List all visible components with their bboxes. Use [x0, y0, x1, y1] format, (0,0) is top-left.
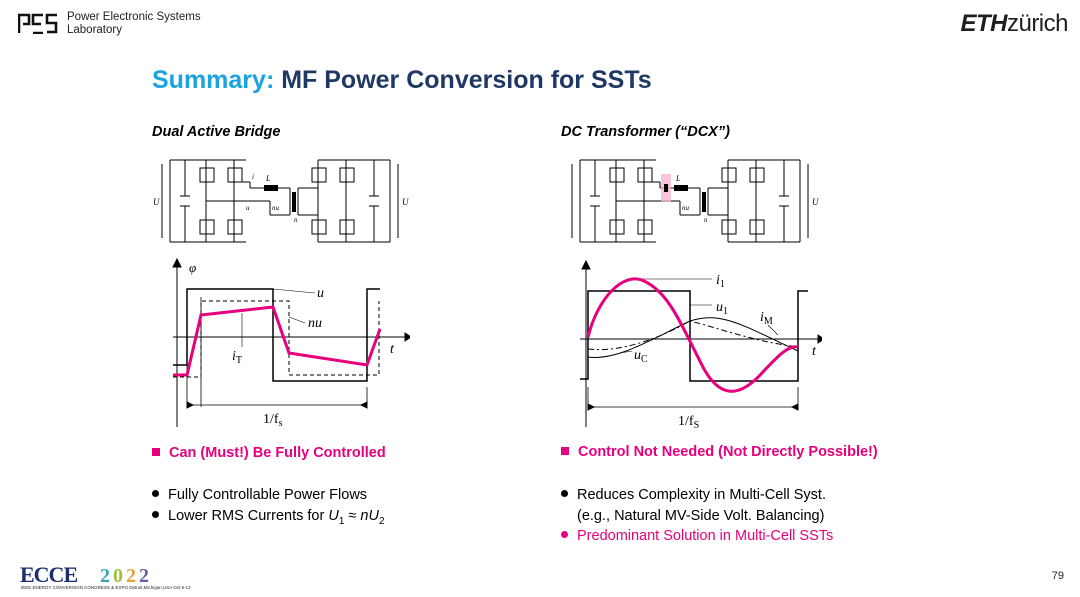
list-item: Lower RMS Currents for U1 ≈ nU2 — [152, 506, 385, 532]
dab-circuit-diagram: U U L i u nu n — [153, 159, 409, 243]
formula-approx: ≈ — [344, 507, 361, 524]
dcx-ratio-n-label: n — [704, 216, 708, 224]
uc-label: uC — [634, 348, 648, 365]
svg-text:2: 2 — [100, 565, 110, 586]
dab-t-axis-label: t — [390, 342, 395, 357]
ecce-subtitle: IEEE ENERGY CONVERSION CONGRESS & EXPO D… — [21, 585, 191, 590]
nu2-label: nu — [272, 204, 280, 212]
inductor-symbol — [264, 185, 278, 191]
list-item: Fully Controllable Power Flows — [152, 485, 385, 506]
pink-bullet-dot-icon — [561, 531, 568, 538]
dcx-period-label: 1/fS — [678, 414, 699, 431]
dab-bullet-1: Fully Controllable Power Flows — [168, 487, 368, 503]
dcx-inductor-label: L — [675, 174, 681, 183]
dcx-bullet-1: Reduces Complexity in Multi-Cell Syst. — [577, 487, 826, 503]
list-item: Predominant Solution in Multi-Cell SSTs — [561, 526, 833, 547]
pink-square-icon — [152, 448, 160, 456]
dcx-current-trace — [586, 277, 799, 393]
wave-nu2-label: nu — [308, 316, 322, 331]
it-sub: T — [236, 355, 242, 366]
svg-text:2: 2 — [126, 565, 136, 586]
phi-label: φ — [189, 260, 196, 275]
dcx-key-point: Control Not Needed (Not Directly Possibl… — [561, 444, 878, 460]
dcx-heading: DC Transformer (“DCX”) — [561, 124, 730, 140]
page-number: 79 — [1051, 570, 1064, 582]
wave-u1-label: u — [317, 286, 324, 301]
list-item: (e.g., Natural MV-Side Volt. Balancing) — [561, 506, 833, 527]
dcx-period-sub: S — [694, 420, 700, 431]
lab-name-line1: Power Electronic Systems — [67, 11, 201, 23]
dab-bullet-list: Fully Controllable Power Flows Lower RMS… — [152, 485, 385, 532]
title-highlight: Summary: — [152, 66, 275, 94]
lab-name: Power Electronic Systems Laboratory — [67, 11, 201, 37]
dcx-circuit-diagram: U L nu n — [571, 159, 819, 243]
im-main: i — [760, 310, 764, 325]
dab-period-label: 1/fs — [263, 412, 283, 429]
uc-main: u — [634, 348, 641, 363]
inductor-label: L — [265, 174, 271, 183]
eth-logo-bold: ETH — [960, 10, 1007, 37]
formula-sub1: 1 — [338, 515, 345, 527]
dab-period-sub: s — [279, 418, 283, 429]
pink-square-icon — [561, 447, 569, 455]
dab-period-main: 1/f — [263, 412, 279, 427]
dcx-nu2-label: nu — [682, 204, 690, 212]
dcx-bullet-1-cont: (e.g., Natural MV-Side Volt. Balancing) — [577, 507, 825, 524]
bullet-dot-icon — [561, 490, 568, 497]
dcx-i1-main: i — [716, 273, 720, 288]
im-sub: M — [764, 316, 773, 327]
dcx-u1-label: u1 — [716, 300, 728, 317]
dcx-bullet-list: Reduces Complexity in Multi-Cell Syst. (… — [561, 485, 833, 547]
dcx-i1-label: i1 — [716, 273, 725, 290]
dab-bullet-2: Lower RMS Currents for — [168, 507, 329, 524]
svg-text:ECCE: ECCE — [20, 562, 77, 586]
formula-nu2: nU — [360, 507, 379, 524]
svg-text:0: 0 — [113, 565, 123, 586]
page-title: Summary: MF Power Conversion for SSTs — [152, 66, 652, 95]
dab-current-trace — [173, 305, 382, 377]
list-item: Reduces Complexity in Multi-Cell Syst. — [561, 485, 833, 506]
formula-sub2: 2 — [378, 515, 385, 527]
svg-text:2: 2 — [139, 565, 149, 586]
dab-key-point-text: Can (Must!) Be Fully Controlled — [169, 445, 386, 461]
u2-label: U — [402, 197, 409, 207]
formula-u1: U — [328, 507, 339, 524]
dcx-u2-label: U — [812, 197, 819, 207]
dcx-waveform-plot: i1 u1 iM uC t 1/fS — [580, 259, 822, 431]
uc-sub: C — [641, 354, 648, 365]
dcx-period-main: 1/f — [678, 414, 694, 429]
ratio-n-label: n — [294, 216, 298, 224]
it-label: iT — [232, 349, 242, 366]
it-main: i — [232, 349, 236, 364]
im-label: iM — [760, 310, 773, 327]
u1-label: U — [153, 197, 160, 207]
lab-name-line2: Laboratory — [67, 24, 122, 36]
dcx-t-axis-label: t — [812, 344, 817, 359]
u1-small-label: u — [246, 204, 250, 212]
dcx-key-point-text: Control Not Needed (Not Directly Possibl… — [578, 444, 878, 460]
eth-logo: ETHzürich — [960, 10, 1068, 38]
dab-waveform-plot: φ u nu iT t 1/fs — [172, 257, 410, 429]
dab-heading: Dual Active Bridge — [152, 124, 281, 140]
bullet-dot-icon — [152, 510, 159, 518]
i1-label: i — [252, 173, 254, 181]
eth-logo-rest: zürich — [1006, 10, 1069, 37]
ecce-logo: ECCE 2 0 2 2 — [20, 562, 149, 586]
title-rest: MF Power Conversion for SSTs — [274, 66, 652, 94]
dcx-pink-bullet: Predominant Solution in Multi-Cell SSTs — [577, 528, 834, 544]
bullet-dot-icon — [152, 490, 159, 497]
dab-key-point: Can (Must!) Be Fully Controlled — [152, 445, 386, 461]
pes-logo — [18, 13, 58, 34]
dcx-u1-main: u — [716, 300, 723, 315]
